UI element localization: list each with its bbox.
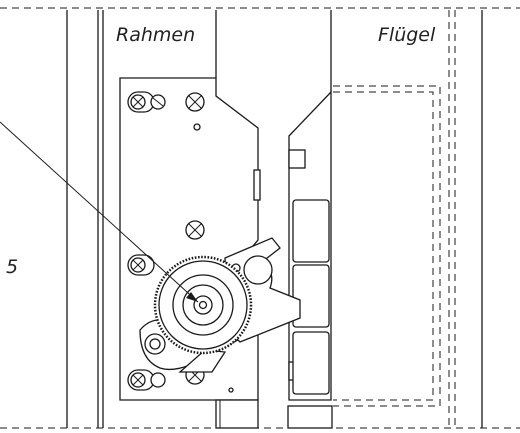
adjustment-gear (153, 255, 253, 355)
left-wall-profile (66, 10, 104, 428)
frame-profile (215, 10, 332, 92)
callout-leader-line (0, 121, 199, 303)
sash-label: Flügel (376, 24, 438, 46)
leader-arrowhead (186, 292, 198, 302)
hinge-sash-part (287, 90, 333, 429)
frame-label: Rahmen (114, 24, 198, 46)
screws (127, 91, 205, 391)
lower-housing (215, 387, 259, 429)
sash-hidden-outline (333, 85, 441, 407)
callout-number: 5 (6, 256, 19, 278)
right-wall-profile (448, 10, 483, 428)
